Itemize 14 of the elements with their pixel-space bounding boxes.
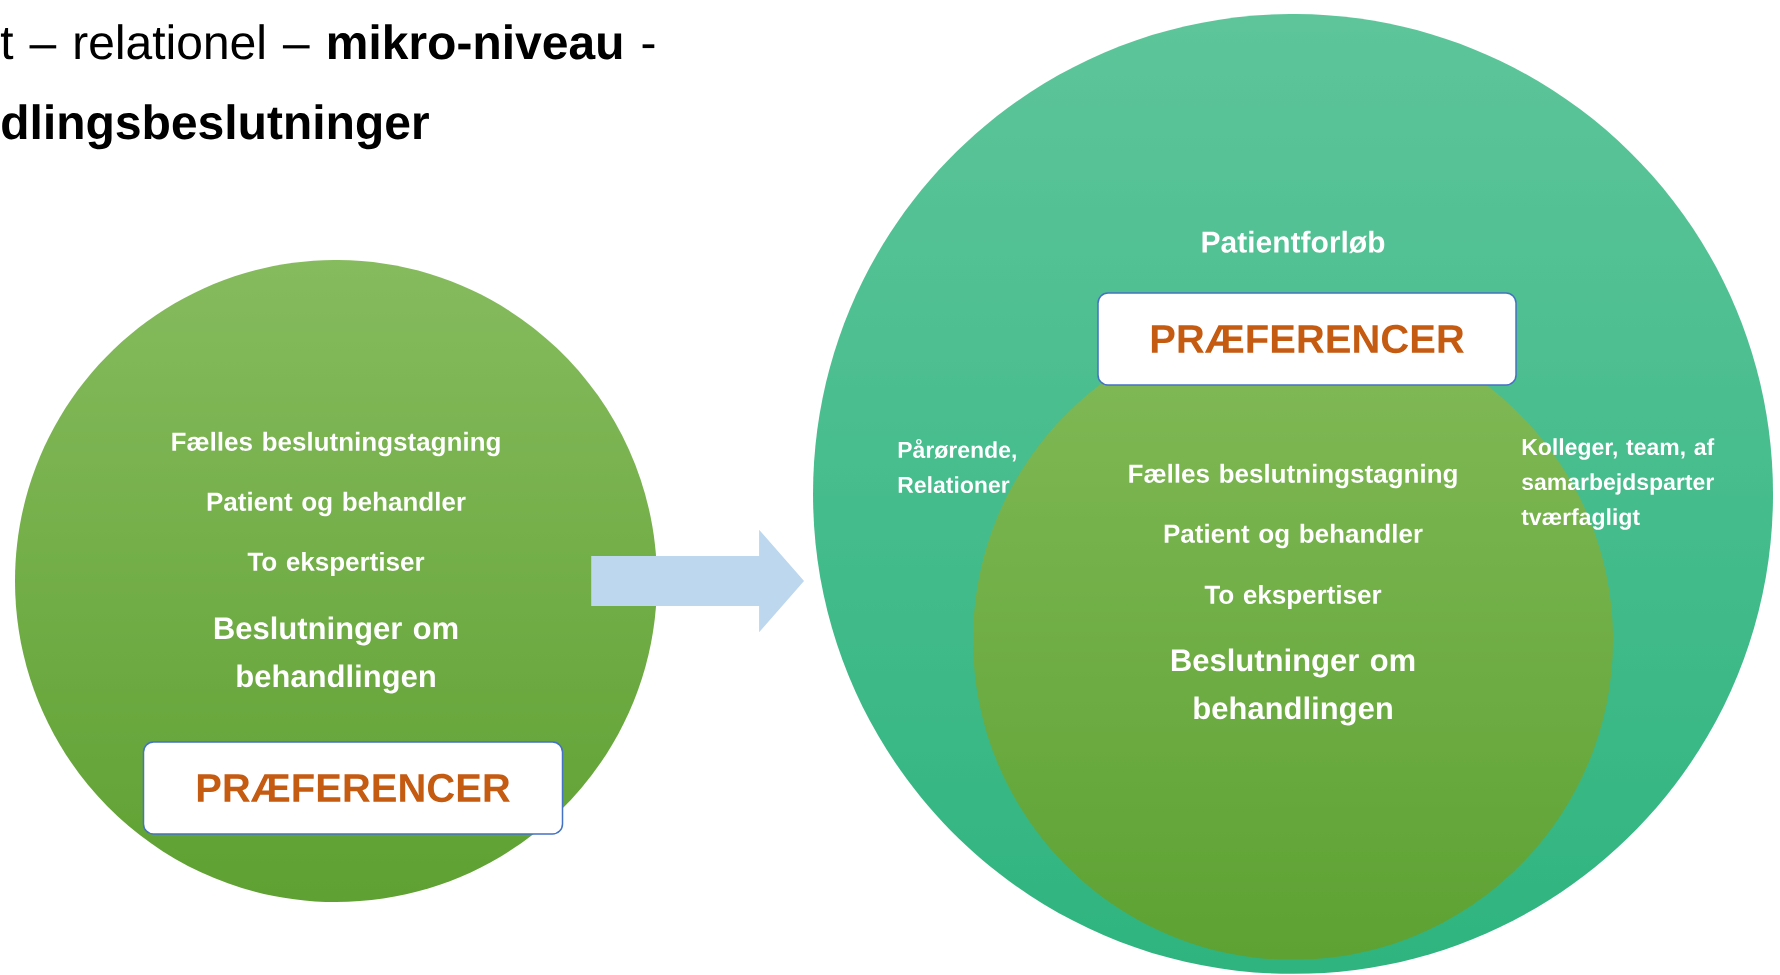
circle-text: Beslutninger om behandlingen bbox=[214, 616, 458, 694]
circle-text: To ekspertiser bbox=[247, 551, 425, 577]
side-note: Pårørende, Relationer bbox=[898, 438, 1016, 494]
circle-text: Beslutninger om behandlingen bbox=[1171, 648, 1415, 726]
circle-text: To ekspertiser bbox=[1204, 584, 1382, 610]
circle-text: Patient og behandler bbox=[207, 491, 466, 517]
circle-text: Fælles beslutningstagning bbox=[172, 431, 500, 457]
circle-text: Patient og behandler bbox=[1164, 523, 1423, 549]
circle-heading: Patientforløb bbox=[1202, 230, 1385, 254]
title: t – relationel – mikro-niveau - dlingsbeslutninger bbox=[0, 24, 655, 150]
label-box: PRÆFERENCER bbox=[1097, 292, 1517, 386]
label-box: PRÆFERENCER bbox=[142, 741, 564, 835]
side-note: Kolleger, team, af samarbejdsparter tværfagligt bbox=[1521, 438, 1715, 530]
circle-text: Fælles beslutningstagning bbox=[1129, 463, 1457, 489]
